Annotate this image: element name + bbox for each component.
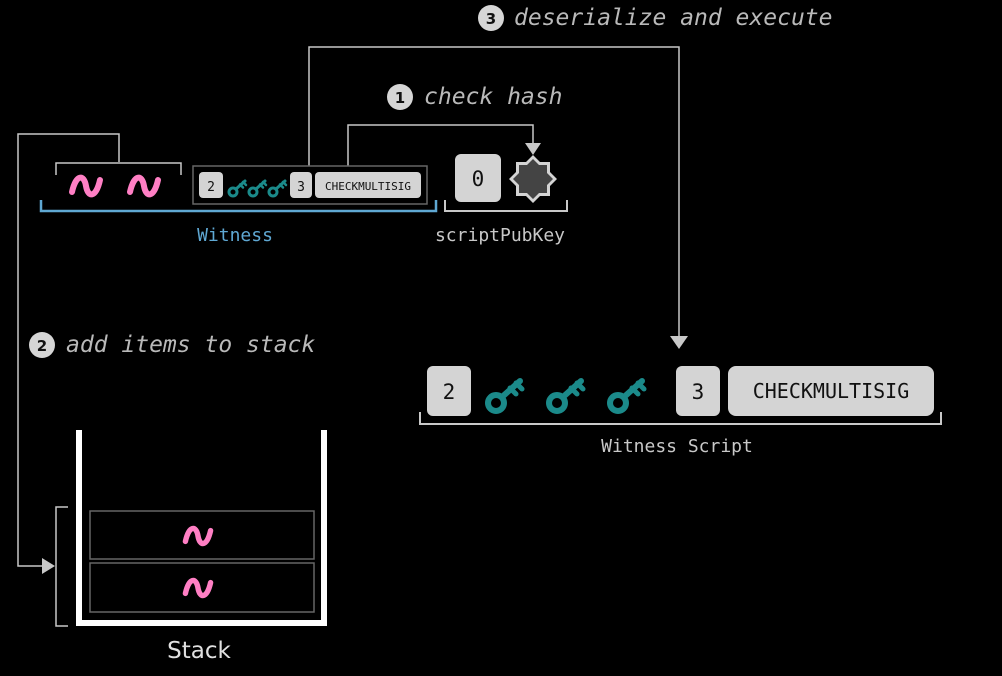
arrow-add-to-stack (17, 133, 120, 567)
witness-field: 2 3 CHECKMULTISIG Witness (39, 162, 438, 246)
arrow-head-check-hash (525, 143, 541, 155)
version-chip-text: 0 (472, 167, 485, 191)
arrow-check-hash (347, 124, 534, 167)
step-2-text: add items to stack (66, 332, 315, 358)
stack-items-bracket (55, 506, 68, 627)
scriptpubkey-label: scriptPubKey (435, 225, 565, 246)
step-1-text: check hash (424, 84, 562, 110)
stack: Stack (55, 430, 327, 664)
witness-label: Witness (197, 225, 273, 246)
witness-script-expanded: 2 3 CHECKMULTISIG Witness Script (419, 366, 942, 457)
chip-n-text: 3 (692, 380, 705, 404)
signature-icon (72, 178, 100, 195)
arrow-head-deserialize (670, 336, 688, 349)
witness-brace (39, 200, 438, 213)
connector-lines (17, 46, 680, 567)
stack-item (89, 562, 315, 613)
chip-op-text: CHECKMULTISIG (753, 379, 910, 403)
stack-item (89, 510, 315, 560)
chip-n (676, 366, 720, 416)
chip-op-small-text: CHECKMULTISIG (325, 180, 411, 193)
step-2-label: 2 add items to stack (29, 332, 315, 358)
hash-seal-icon (509, 155, 557, 203)
step-1-number: 1 (395, 89, 405, 107)
signatures-bracket (55, 162, 182, 175)
key-icon (549, 381, 583, 411)
step-3-label: 3 deserialize and execute (478, 5, 833, 31)
scriptpubkey-brace (444, 200, 568, 212)
step-3-text: deserialize and execute (514, 5, 833, 31)
chip-op-small (315, 172, 421, 198)
stack-container (76, 430, 327, 626)
chip-m-small-text: 2 (207, 180, 215, 195)
key-icon (610, 381, 644, 411)
chip-m (427, 366, 471, 416)
step-1-badge (387, 84, 413, 110)
step-3-number: 3 (486, 10, 496, 28)
witness-script-label: Witness Script (601, 436, 753, 457)
stack-label: Stack (167, 638, 231, 664)
step-2-number: 2 (37, 337, 47, 355)
step-1-label: 1 check hash (387, 84, 562, 110)
step-3-badge (478, 5, 504, 31)
chip-op (728, 366, 934, 416)
witness-script-brace (419, 412, 942, 425)
chip-n-small-text: 3 (297, 180, 305, 195)
chip-m-small (199, 172, 223, 198)
arrow-deserialize (308, 46, 680, 338)
arrow-head-add-to-stack (42, 558, 55, 574)
chip-n-small (290, 172, 312, 198)
scriptpubkey-field: 0 scriptPubKey (435, 154, 568, 246)
key-icon (488, 381, 522, 411)
version-chip (455, 154, 501, 202)
step-2-badge (29, 332, 55, 358)
chip-m-text: 2 (443, 380, 456, 404)
signature-icon (130, 178, 158, 195)
